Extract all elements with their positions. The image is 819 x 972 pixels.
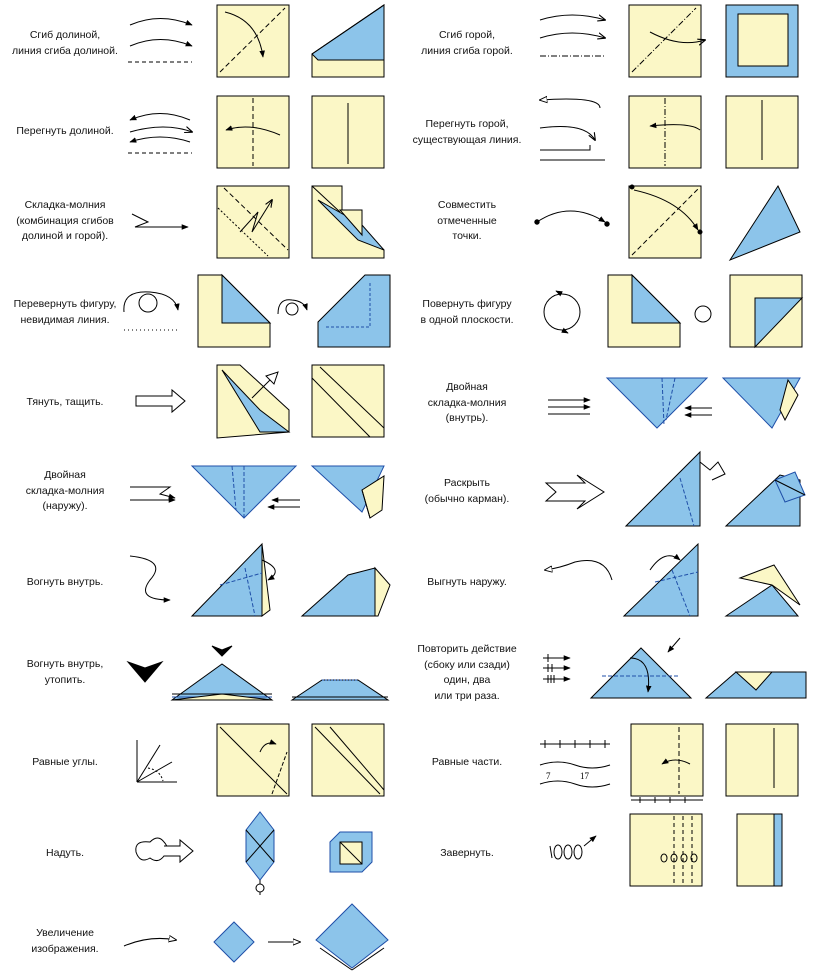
turn-over-result <box>317 274 391 348</box>
equal-angles-result <box>311 723 385 797</box>
outside-crimp-result <box>310 465 385 519</box>
roll-paper <box>629 813 703 887</box>
inside-crimp-paper <box>605 377 712 429</box>
equal-angles-paper <box>216 723 290 797</box>
sink-paper <box>170 663 274 701</box>
label-enlarge: Увеличение изображения. <box>31 927 99 955</box>
inflate-symbol <box>135 837 194 864</box>
mountain-fold-result <box>725 4 799 78</box>
equal-angles-symbol <box>136 740 177 783</box>
label-outside-crimp: Двойная складка-молния (наружу). <box>25 469 105 512</box>
match-points-paper <box>628 184 703 259</box>
repeat-paper <box>589 637 693 699</box>
outside-crimp-paper <box>190 465 300 519</box>
squash-result <box>724 471 806 527</box>
rotate-result <box>729 274 804 349</box>
enlarge-paper-large <box>315 903 389 971</box>
squash-symbol <box>544 474 605 510</box>
label-pull: Тянуть, тащить. <box>26 396 104 408</box>
fold-unfold-valley-result <box>311 95 385 169</box>
mountain-fold-paper <box>628 4 705 78</box>
label-valley-fold: Сгиб долиной, линия сгиба долиной. <box>12 29 118 57</box>
label-repeat: Повторить действие (сбоку или сзади) оди… <box>417 643 517 702</box>
label-mountain-fold: Сгиб горой, линия сгиба горой. <box>421 29 513 57</box>
label-match-points: Совместить отмеченные точки. <box>437 199 497 242</box>
label-sink: Вогнуть внутрь, утопить. <box>26 658 104 686</box>
pleat-symbol <box>131 213 189 230</box>
repeat-result <box>704 671 807 699</box>
equal-parts-symbol <box>539 740 611 788</box>
match-points-result <box>728 184 801 262</box>
label-outside-reverse: Выгнуть наружу. <box>427 576 507 588</box>
inside-reverse-result <box>300 566 391 617</box>
label-equal-angles: Равные углы. <box>32 756 98 768</box>
label-inflate: Надуть. <box>46 847 84 859</box>
turn-over-paper <box>197 273 272 348</box>
sink-marker <box>211 645 233 657</box>
label-inside-reverse: Вогнуть внутрь. <box>26 576 104 588</box>
inflate-result <box>329 831 373 873</box>
label-pleat: Складка-молния (комбинация сгибов долино… <box>16 199 114 242</box>
roll-symbol <box>549 835 597 860</box>
equal-parts-mark-7: 7 <box>546 771 551 781</box>
rotate-paper <box>607 273 682 348</box>
label-inside-crimp: Двойная складка-молния (внутрь). <box>427 381 507 424</box>
sink-result <box>290 679 390 701</box>
roll-result <box>736 813 783 887</box>
pleat-result <box>311 185 385 259</box>
equal-parts-result <box>725 723 799 797</box>
inside-crimp-symbol <box>548 397 591 415</box>
repeat-symbol <box>543 654 571 683</box>
match-points-symbol <box>534 210 610 227</box>
pull-paper <box>216 364 291 439</box>
inside-reverse-symbol <box>129 555 171 603</box>
fold-unfold-valley-symbol <box>128 113 192 154</box>
enlarge-symbol <box>123 938 176 947</box>
turn-over-symbol <box>123 291 180 331</box>
inflate-paper <box>245 811 275 895</box>
equal-parts-paper <box>630 723 704 803</box>
sink-symbol <box>126 660 164 683</box>
fold-unfold-mountain-paper <box>628 95 702 169</box>
label-turn-over: Перевернуть фигуру, невидимая линия. <box>13 298 117 326</box>
pull-symbol <box>135 388 186 414</box>
outside-reverse-result <box>724 564 801 617</box>
label-roll: Завернуть. <box>440 847 494 859</box>
valley-fold-result <box>311 4 385 78</box>
outside-reverse-symbol <box>545 560 613 581</box>
mountain-fold-symbol <box>539 15 605 57</box>
outside-crimp-symbol <box>130 486 176 503</box>
valley-fold-symbol <box>128 18 193 63</box>
turn-over-arrow <box>277 299 308 316</box>
fold-unfold-mountain-symbol <box>540 99 605 161</box>
pull-result <box>311 364 385 438</box>
enlarge-paper-small <box>213 921 255 963</box>
label-squash: Раскрыть (обычно карман). <box>424 477 510 505</box>
pleat-paper <box>216 185 290 259</box>
inside-reverse-paper <box>190 542 276 617</box>
label-rotate: Повернуть фигуру в одной плоскости. <box>420 298 514 326</box>
inside-crimp-result <box>721 377 801 429</box>
label-fold-unfold-mountain: Перегнуть горой, существующая линия. <box>412 118 522 146</box>
equal-parts-mark-17: 17 <box>580 771 590 781</box>
label-equal-parts: Равные части. <box>431 756 503 768</box>
fold-unfold-mountain-result <box>725 95 799 169</box>
fold-unfold-valley-paper <box>216 95 290 169</box>
valley-fold-paper <box>216 4 290 78</box>
rotate-symbol <box>543 290 581 334</box>
outside-reverse-paper <box>622 542 699 617</box>
label-fold-unfold-valley: Перегнуть долиной. <box>16 125 114 137</box>
rotate-arrow <box>694 305 712 323</box>
squash-paper <box>624 450 726 527</box>
